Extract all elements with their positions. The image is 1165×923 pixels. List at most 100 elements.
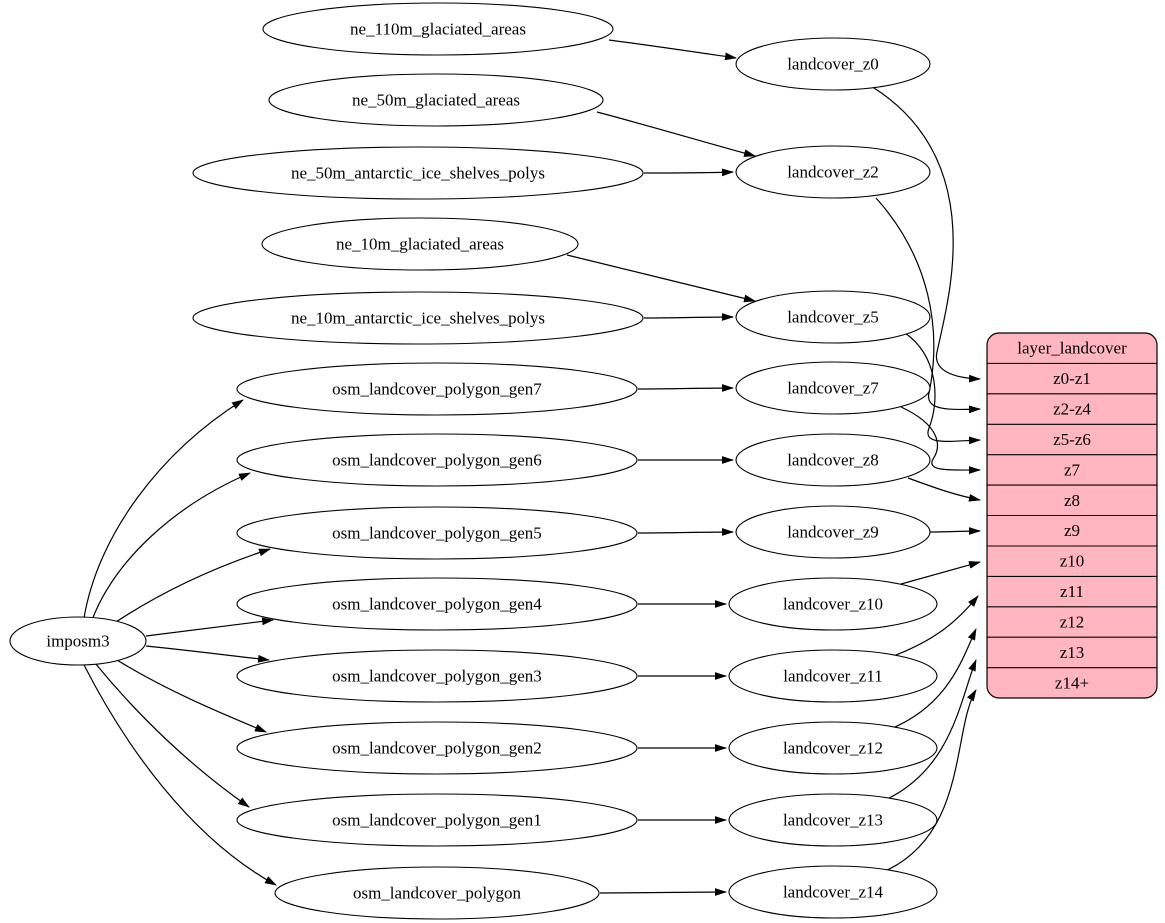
edge-ne110m-to-z0 — [608, 39, 737, 61]
node-landcover-z8-label: landcover_z8 — [787, 451, 879, 470]
node-osm-landcover-polygon-gen1: osm_landcover_polygon_gen1 — [236, 793, 638, 847]
node-landcover-z7-shape — [735, 361, 931, 415]
node-landcover-z12-label: landcover_z12 — [783, 739, 883, 758]
node-ne-10m-antarctic-ice-shelves-polys: ne_10m_antarctic_ice_shelves_polys — [192, 291, 644, 345]
node-landcover-z2-label: landcover_z2 — [787, 163, 879, 182]
node-landcover-z0-label: landcover_z0 — [787, 55, 879, 74]
node-landcover-z13-shape — [728, 793, 938, 847]
node-ne-110m-glaciated-areas-shape — [262, 2, 614, 56]
edge-ne50m-ant-to-z2 — [643, 168, 734, 177]
table-row-z5-z6: z5-z6 — [1053, 430, 1091, 449]
edge-z12-to-row-z12 — [887, 628, 977, 731]
layer-landcover-table: layer_landcover z0-z1 z2-z4 z5-z6 z7 z8 … — [986, 332, 1158, 699]
edge-z7-to-row-z7 — [900, 406, 981, 474]
node-landcover-z13: landcover_z13 — [728, 793, 938, 847]
edge-ne50m-glac-to-z2 — [596, 111, 756, 157]
table-row-z7: z7 — [1064, 460, 1081, 479]
node-landcover-z12-shape — [728, 721, 938, 775]
node-osm-landcover-polygon-gen2: osm_landcover_polygon_gen2 — [236, 721, 638, 775]
node-ne-10m-glaciated-areas-shape — [261, 217, 579, 271]
node-ne-10m-antarctic-ice-shelves-polys-shape — [192, 291, 644, 345]
edge-imposm3-to-gen1 — [94, 662, 250, 808]
node-imposm3-label: imposm3 — [46, 632, 109, 651]
node-landcover-z14-label: landcover_z14 — [783, 883, 884, 902]
layer-landcover-table-title: layer_landcover — [1017, 339, 1127, 358]
edge-z14-to-row-z14plus — [882, 689, 977, 873]
table-row-z9: z9 — [1064, 521, 1080, 540]
node-ne-50m-antarctic-ice-shelves-polys-label: ne_50m_antarctic_ice_shelves_polys — [291, 164, 545, 183]
node-osm-landcover-polygon-gen1-shape — [236, 793, 638, 847]
node-landcover-z5-label: landcover_z5 — [787, 308, 879, 327]
node-landcover-z5: landcover_z5 — [735, 290, 931, 344]
table-row-z13: z13 — [1060, 643, 1085, 662]
node-imposm3: imposm3 — [9, 616, 147, 666]
node-ne-50m-antarctic-ice-shelves-polys: ne_50m_antarctic_ice_shelves_polys — [192, 146, 644, 200]
node-landcover-z2-shape — [735, 145, 931, 199]
node-osm-landcover-polygon-gen6: osm_landcover_polygon_gen6 — [236, 433, 638, 487]
node-landcover-z11-label: landcover_z11 — [783, 667, 882, 686]
node-osm-landcover-polygon-gen7-label: osm_landcover_polygon_gen7 — [332, 380, 542, 399]
node-landcover-z8-shape — [735, 433, 931, 487]
edge-imposm3-to-gen3 — [145, 645, 270, 663]
table-row-z0-z1: z0-z1 — [1053, 369, 1091, 388]
node-ne-10m-antarctic-ice-shelves-polys-label: ne_10m_antarctic_ice_shelves_polys — [291, 309, 545, 328]
node-ne-50m-glaciated-areas-label: ne_50m_glaciated_areas — [352, 91, 520, 110]
node-landcover-z7: landcover_z7 — [735, 361, 931, 415]
edge-z11-to-row-z11 — [887, 595, 979, 659]
node-imposm3-shape — [9, 616, 147, 666]
edge-z10-to-row-z10 — [893, 561, 981, 587]
node-osm-landcover-polygon-gen2-label: osm_landcover_polygon_gen2 — [332, 739, 542, 758]
node-ne-50m-glaciated-areas-shape — [268, 73, 604, 127]
edge-z9-to-row-z9 — [929, 527, 981, 535]
table-row-z10: z10 — [1060, 552, 1085, 571]
table-row-z12: z12 — [1060, 613, 1085, 632]
node-landcover-z0-shape — [735, 37, 931, 91]
node-landcover-z14: landcover_z14 — [728, 865, 938, 919]
node-landcover-z14-shape — [728, 865, 938, 919]
node-ne-110m-glaciated-areas: ne_110m_glaciated_areas — [262, 2, 614, 56]
node-osm-landcover-polygon-gen4-shape — [236, 577, 638, 631]
node-landcover-z9: landcover_z9 — [735, 505, 931, 559]
node-osm-landcover-polygon-gen3-label: osm_landcover_polygon_gen3 — [332, 667, 542, 686]
node-osm-landcover-polygon-gen2-shape — [236, 721, 638, 775]
node-ne-10m-glaciated-areas-label: ne_10m_glaciated_areas — [336, 235, 504, 254]
node-osm-landcover-polygon-gen7: osm_landcover_polygon_gen7 — [236, 362, 638, 416]
node-landcover-z9-shape — [735, 505, 931, 559]
node-landcover-z9-label: landcover_z9 — [787, 523, 879, 542]
edge-z13-to-row-z13 — [882, 659, 977, 802]
edge-imposm3-to-gen6 — [91, 472, 251, 621]
edge-imposm3-to-gen4 — [145, 617, 274, 637]
edge-z8-to-row-z8 — [907, 477, 981, 502]
node-landcover-z10: landcover_z10 — [728, 577, 938, 631]
node-ne-50m-antarctic-ice-shelves-polys-shape — [192, 146, 644, 200]
table-row-z11: z11 — [1060, 582, 1084, 601]
table-row-z2-z4: z2-z4 — [1053, 400, 1091, 419]
node-osm-landcover-polygon: osm_landcover_polygon — [274, 866, 600, 920]
node-layer: imposm3 ne_110m_glaciated_areas ne_50m_g… — [9, 2, 938, 920]
node-osm-landcover-polygon-gen7-shape — [236, 362, 638, 416]
layer-landcover-table-separators — [987, 362, 1157, 669]
node-osm-landcover-polygon-gen5: osm_landcover_polygon_gen5 — [236, 506, 638, 560]
edge-polygon-to-z14 — [599, 888, 727, 896]
edge-gen7-to-z7 — [637, 384, 734, 392]
edge-z5-to-row-z5-z6 — [904, 332, 981, 445]
node-landcover-z13-label: landcover_z13 — [783, 811, 883, 830]
edge-z2-to-row-z2-z4 — [875, 197, 981, 414]
node-landcover-z12: landcover_z12 — [728, 721, 938, 775]
edge-ne10m-ant-to-z5 — [643, 313, 734, 321]
edge-gen5-to-z9 — [637, 528, 734, 536]
edge-imposm3-to-gen2 — [111, 656, 267, 733]
node-osm-landcover-polygon-gen4: osm_landcover_polygon_gen4 — [236, 577, 638, 631]
node-landcover-z11-shape — [728, 649, 938, 703]
node-landcover-z10-label: landcover_z10 — [783, 595, 883, 614]
node-osm-landcover-polygon-gen5-shape — [236, 506, 638, 560]
node-osm-landcover-polygon-gen3: osm_landcover_polygon_gen3 — [236, 649, 638, 703]
node-osm-landcover-polygon-gen6-shape — [236, 433, 638, 487]
table-row-z14plus: z14+ — [1055, 673, 1089, 692]
node-landcover-z8: landcover_z8 — [735, 433, 931, 487]
edge-imposm3-to-polygon — [83, 664, 277, 886]
node-landcover-z10-shape — [728, 577, 938, 631]
node-osm-landcover-polygon-label: osm_landcover_polygon — [353, 884, 522, 903]
